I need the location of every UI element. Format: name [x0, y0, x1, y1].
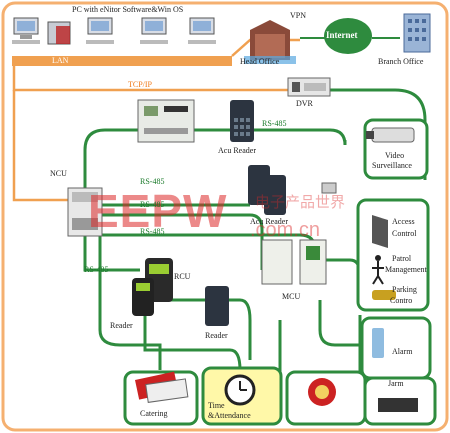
head-office-label: Head Office — [240, 57, 280, 66]
dvr-icon — [287, 77, 331, 97]
emblem-icon — [308, 378, 336, 406]
lan-bus — [12, 56, 232, 66]
tcpip-label: TCP/IP — [128, 80, 153, 89]
patrol-label-2: Management — [385, 265, 427, 274]
parking-label-1: Parking — [392, 285, 417, 294]
watermark-cn: 电子产品世界 — [255, 194, 346, 211]
acu-controller-icon — [137, 99, 195, 143]
rs485-c-label: RS-485 — [140, 227, 165, 236]
tcpip-line — [12, 66, 300, 92]
mcu-icon — [261, 239, 327, 285]
reader-left-icon — [132, 278, 154, 316]
head-office-icon — [244, 20, 296, 64]
rs485-top-label: RS-485 — [262, 119, 287, 128]
video-label-2: Surveillance — [372, 161, 412, 170]
ncu-label: NCU — [50, 169, 67, 178]
internet-label: Internet — [326, 30, 358, 40]
ncu-icon — [67, 187, 103, 237]
acu-reader-mid-label: Acu Reader — [250, 217, 288, 226]
rs485-b-label: RS-485 — [140, 200, 165, 209]
rs485-a-label: RS-485 — [140, 177, 165, 186]
dvr-label: DVR — [296, 99, 313, 108]
clock-icon — [224, 374, 256, 406]
acu-reader-top-icon — [230, 100, 254, 142]
pc-icon-group — [12, 17, 216, 45]
alarm-label: Alarm — [392, 347, 413, 356]
patrol-label-1: Patrol — [392, 254, 412, 263]
camera-icon — [366, 127, 415, 143]
time-label-1: Time — [208, 401, 225, 410]
reader-mid-icon — [205, 286, 229, 326]
alarm-sensor-icon — [372, 328, 384, 358]
acu-reader-mid-icon — [248, 165, 286, 215]
vpn-label: VPN — [290, 11, 307, 20]
alarm2-label: Jarm — [388, 379, 404, 388]
internet-icon — [324, 18, 372, 54]
acu-reader-top-label: Acu Reader — [218, 146, 256, 155]
video-label-1: Video — [385, 151, 405, 160]
lan-to-ncu-line — [12, 90, 70, 202]
catering-icon — [135, 371, 189, 403]
lan-label: LAN — [52, 56, 69, 65]
power-icon — [321, 182, 337, 194]
watermark: EEPW — [88, 185, 228, 237]
alarm-device-icon — [378, 398, 418, 412]
time-label-2: &Attendance — [208, 411, 251, 420]
rs485-d-label: RS-485 — [84, 265, 109, 274]
rcu-label: RCU — [174, 272, 191, 281]
door-icon — [372, 215, 388, 248]
mcu-label: MCU — [282, 292, 301, 301]
branch-office-icon — [403, 13, 431, 53]
parking-label-2: Contro — [390, 296, 413, 305]
reader-mid-label: Reader — [205, 331, 228, 340]
car-icon — [372, 290, 396, 300]
catering-label: Catering — [140, 409, 168, 418]
access-label-1: Access — [392, 217, 415, 226]
watermark-domain: .com.cn — [250, 219, 321, 241]
reader-left-label: Reader — [110, 321, 133, 330]
branch-office-label: Branch Office — [378, 57, 424, 66]
guard-icon — [375, 255, 381, 261]
pc-software-label: PC with eNitor Software&Win OS — [72, 5, 184, 14]
access-label-2: Control — [392, 229, 417, 238]
